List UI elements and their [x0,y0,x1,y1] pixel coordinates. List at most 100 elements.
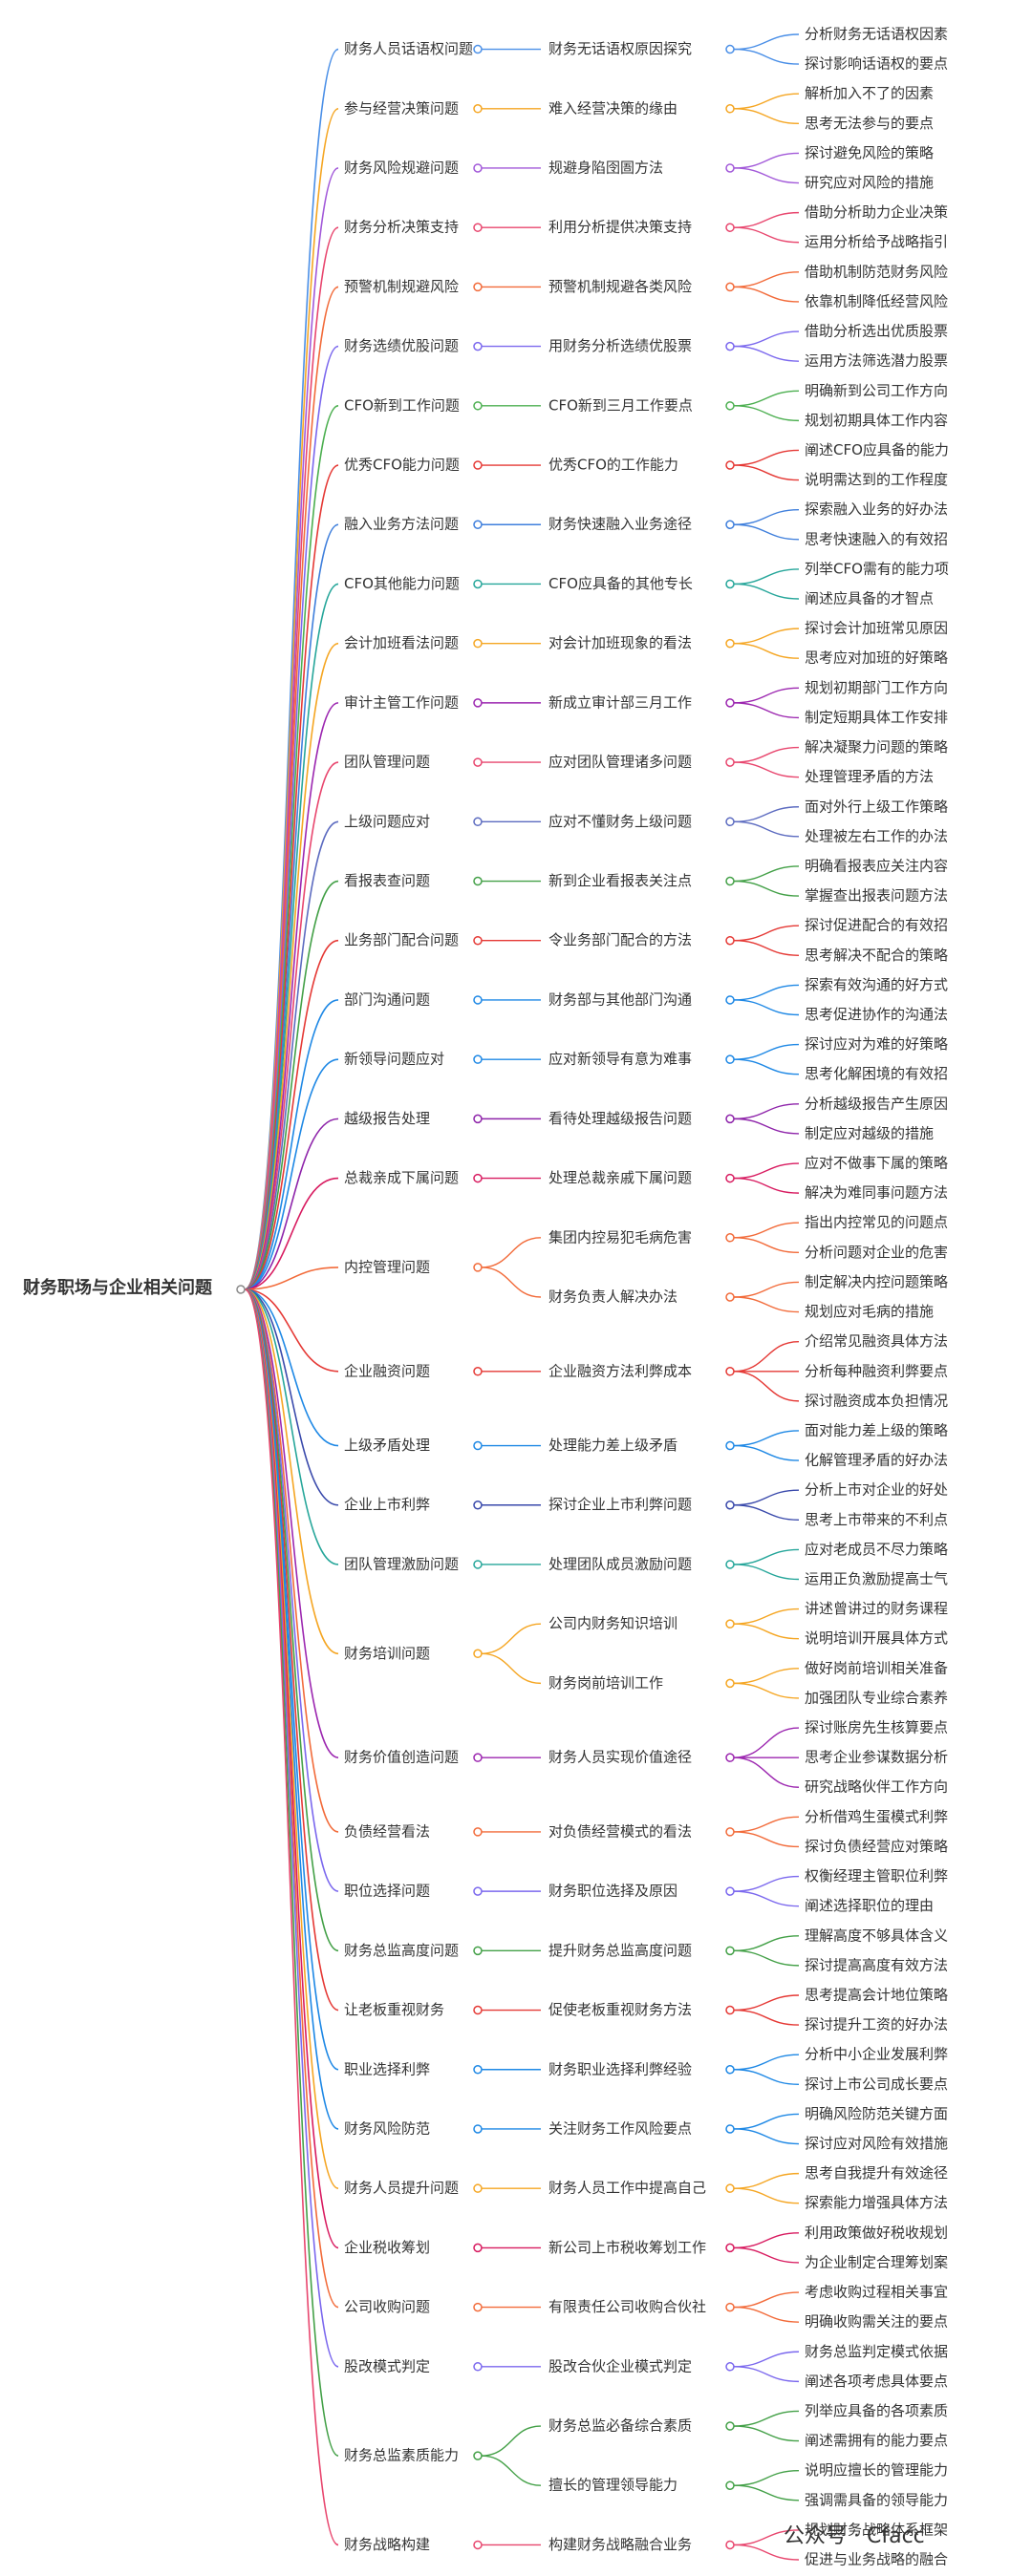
branch-dot [473,460,483,470]
leaf-connector [733,642,800,659]
leaf-topic: 面对能力差上级的策略 [805,1421,948,1438]
subtopic-dot [725,104,735,114]
leaf-topic: 探讨融资成本负担情况 [805,1392,948,1409]
mindmap-connectors [244,33,800,2561]
branch-topic: 团队管理激励问题 [344,1555,459,1572]
subtopic-dot [725,2302,735,2312]
branch-connector [244,1118,339,1290]
branch-topic: 让老板重视财务 [344,2001,444,2018]
branch-connector [244,464,339,1290]
leaf-connector [733,1118,800,1135]
subtopic: 应对新领导有意为难事 [548,1051,692,1068]
branch-dot [473,1946,483,1956]
branch-topic: 财务战略构建 [344,2536,430,2553]
subtopic-dot [725,2540,735,2550]
leaf-connector [733,820,800,838]
subtopic: 提升财务总监高度问题 [548,1942,692,1959]
branch-connector [244,1288,339,1952]
leaf-connector [733,2069,800,2086]
leaf-topic: 思考无法参与的要点 [805,115,934,132]
leaf-connector [733,1949,800,1967]
leaf-topic: 解决凝聚力问题的策略 [805,738,948,756]
leaf-connector [733,1994,800,2012]
branch-connector [244,880,339,1290]
subtopic-connector [481,2425,542,2457]
leaf-topic: 探讨会计加班常见原因 [805,620,948,637]
branch-connector [244,1288,339,2071]
leaf-connector [733,702,800,719]
watermark: 公众号 · Cfacc [784,2524,925,2548]
branch-topic: CFO新到工作问题 [344,396,460,414]
subtopic-dot [725,817,735,827]
branch-topic: 财务价值创造问题 [344,1749,459,1766]
leaf-topic: 明确新到公司工作方向 [805,382,948,399]
leaf-topic: 强调需具备的领导能力 [805,2491,948,2508]
branch-dot [473,638,483,649]
subtopic-dot [725,341,735,351]
leaf-connector [733,1727,800,1758]
leaf-topic: 思考自我提升有效途径 [805,2164,948,2182]
subtopic-dot [725,1367,735,1376]
subtopic: 对会计加班现象的看法 [548,634,692,651]
subtopic: 处理总裁亲戚下属问题 [548,1169,692,1186]
subtopic-dot [725,935,735,946]
leaf-topic: 应对老成员不尽力策略 [805,1541,948,1558]
subtopic: CFO应具备的其他专长 [548,575,693,592]
leaf-connector [733,1177,800,1194]
leaf-connector [733,806,800,823]
leaf-topic: 为企业制定合理筹划案 [805,2253,948,2270]
subtopic-connector [481,1623,542,1654]
leaf-topic: 探索能力增强具体方法 [805,2194,948,2211]
branch-topic: 财务总监素质能力 [344,2447,459,2464]
leaf-connector [733,211,800,228]
subtopic: 擅长的管理领导能力 [548,2477,677,2494]
branch-dot [473,2362,483,2372]
branch-topic: 融入业务方法问题 [344,516,459,533]
branch-dot [473,935,483,946]
leaf-topic: 说明需达到的工作程度 [805,471,948,488]
subtopic: 财务岗前培训工作 [548,1674,663,1692]
leaf-connector [733,2187,800,2204]
subtopic-dot [725,698,735,708]
leaf-topic: 思考解决不配合的策略 [805,947,948,964]
branch-dot [473,2005,483,2015]
leaf-topic: 思考上市带来的不利点 [805,1511,948,1528]
leaf-topic: 分析借鸡生蛋模式利弊 [805,1808,948,1825]
leaf-topic: 财务总监判定模式依据 [805,2343,948,2360]
branch-dot [473,341,483,351]
subtopic: 财务总监必备综合素质 [548,2417,692,2435]
subtopic-dot [725,520,735,529]
leaf-topic: 讲述曾讲过的财务课程 [805,1600,948,1617]
subtopic: 预警机制规避各类风险 [548,278,692,295]
subtopic-dot [725,1619,735,1629]
subtopic: 股改合伙企业模式判定 [548,2357,692,2374]
leaf-connector [733,2469,800,2486]
leaf-connector [733,1103,800,1120]
leaf-topic: 应对不做事下属的策略 [805,1155,948,1172]
leaf-topic: 明确收购需关注的要点 [805,2313,948,2331]
branch-connector [244,226,339,1290]
leaf-connector [733,1296,800,1313]
leaf-topic: 处理管理矛盾的方法 [805,768,934,785]
branch-dot [473,104,483,114]
leaf-connector [733,152,800,169]
branch-connector [244,1177,339,1290]
branch-topic: 上级矛盾处理 [344,1437,430,1454]
leaf-topic: 依靠机制降低经营风险 [805,292,948,309]
branch-topic: 财务风险防范 [344,2119,430,2137]
leaf-connector [733,687,800,704]
leaf-connector [733,1444,800,1461]
subtopic-dot [725,401,735,411]
branch-topic: 新领导问题应对 [344,1051,444,1068]
leaf-connector [733,1371,800,1402]
leaf-connector [733,1548,800,1565]
subtopic-dot [725,2243,735,2253]
leaf-connector [733,999,800,1016]
subtopic-dot [725,1753,735,1762]
leaf-topic: 探索有效沟通的好方式 [805,976,948,993]
leaf-connector [733,2246,800,2264]
branch-topic: 预警机制规避风险 [344,278,459,295]
leaf-connector [733,1489,800,1506]
branch-dot [473,2451,483,2460]
